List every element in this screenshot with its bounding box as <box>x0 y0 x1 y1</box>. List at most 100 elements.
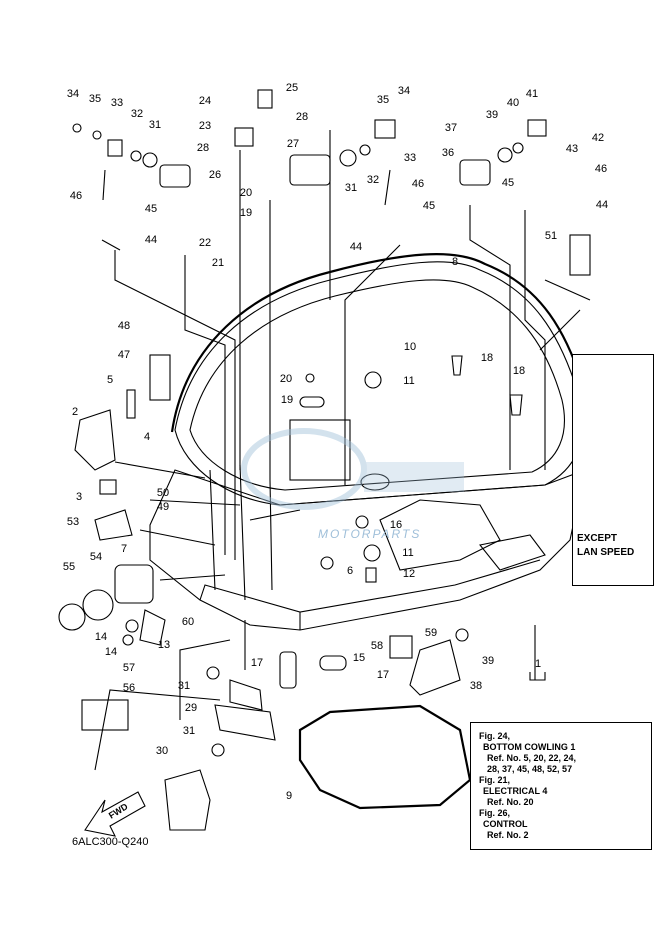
callout-45b: 45 <box>422 200 436 212</box>
callout-15: 15 <box>352 652 366 664</box>
callout-58: 58 <box>370 640 384 652</box>
note-line: Fig. 21, <box>479 775 511 785</box>
callout-20a: 20 <box>239 187 253 199</box>
callout-46b: 46 <box>411 178 425 190</box>
callout-9: 9 <box>285 790 293 802</box>
callout-13: 13 <box>157 639 171 651</box>
callout-60: 60 <box>181 616 195 628</box>
callout-21: 21 <box>211 257 225 269</box>
callout-36: 36 <box>441 147 455 159</box>
callout-31d: 31 <box>182 725 196 737</box>
callout-42: 42 <box>591 132 605 144</box>
callout-50: 50 <box>156 487 170 499</box>
cowling-rim-inner <box>189 279 565 491</box>
callout-39a: 39 <box>485 109 499 121</box>
callout-1: 1 <box>534 658 542 670</box>
callout-44c: 44 <box>595 199 609 211</box>
callout-34a: 34 <box>66 88 80 100</box>
callout-44b: 44 <box>349 241 363 253</box>
callout-53: 53 <box>66 516 80 528</box>
callout-34b: 34 <box>397 85 411 97</box>
callout-16: 16 <box>389 519 403 531</box>
callout-35a: 35 <box>88 93 102 105</box>
figure-code: 6ALC300-Q240 <box>72 836 149 848</box>
callout-39b: 39 <box>481 655 495 667</box>
callout-32a: 32 <box>130 108 144 120</box>
callout-30: 30 <box>155 745 169 757</box>
callout-23: 23 <box>198 120 212 132</box>
callout-59: 59 <box>424 627 438 639</box>
callout-45a: 45 <box>144 203 158 215</box>
callout-8: 8 <box>451 256 459 268</box>
inset-caption-line-2: LAN SPEED <box>577 547 635 558</box>
callout-11a: 11 <box>403 375 415 387</box>
watermark-text: MOTORPARTS <box>318 527 422 541</box>
callout-47: 47 <box>117 349 131 361</box>
callout-29: 29 <box>184 702 198 714</box>
callout-32b: 32 <box>366 174 380 186</box>
callout-25: 25 <box>285 82 299 94</box>
callout-14a: 14 <box>94 631 108 643</box>
cowling-rim <box>174 261 584 506</box>
seal-9 <box>298 704 472 810</box>
callout-7: 7 <box>120 543 128 555</box>
callout-20b: 20 <box>279 373 293 385</box>
callout-2: 2 <box>71 406 79 418</box>
callout-11b: 11 <box>402 547 414 559</box>
callout-26: 26 <box>208 169 222 181</box>
callout-54: 54 <box>89 551 103 563</box>
except-inset: EXCEPT LAN SPEED <box>572 354 654 586</box>
note-line: Fig. 26, <box>479 808 511 818</box>
watermark-logo <box>241 428 464 510</box>
callout-37: 37 <box>444 122 458 134</box>
callout-22: 22 <box>198 237 212 249</box>
callout-44a: 44 <box>144 234 158 246</box>
fwd-arrow <box>84 791 146 837</box>
callout-10: 10 <box>403 341 417 353</box>
callout-38: 38 <box>469 680 483 692</box>
callout-19a: 19 <box>239 207 253 219</box>
callout-31a: 31 <box>148 119 162 131</box>
seal-8 <box>170 253 590 433</box>
reference-note: Fig. 24, BOTTOM COWLING 1 Ref. No. 5, 20… <box>470 722 652 850</box>
inset-caption-line-1: EXCEPT <box>577 533 618 544</box>
callout-33a: 33 <box>110 97 124 109</box>
note-line: ELECTRICAL 4 <box>483 786 548 796</box>
callout-18a: 18 <box>480 352 494 364</box>
note-line: 28, 37, 45, 48, 52, 57 <box>487 764 573 774</box>
callout-31b: 31 <box>344 182 358 194</box>
callout-56: 56 <box>122 682 136 694</box>
callout-12: 12 <box>402 568 416 580</box>
callout-55: 55 <box>62 561 76 573</box>
callout-6: 6 <box>346 565 354 577</box>
callout-24: 24 <box>198 95 212 107</box>
cowling-body <box>149 469 586 631</box>
callout-18b: 18 <box>512 365 526 377</box>
note-line: Fig. 24, <box>479 731 511 741</box>
callout-40: 40 <box>506 97 520 109</box>
callout-46c: 46 <box>594 163 608 175</box>
note-line: Ref. No. 2 <box>487 830 529 840</box>
callout-33b: 33 <box>403 152 417 164</box>
callout-48: 48 <box>117 320 131 332</box>
callout-41: 41 <box>525 88 539 100</box>
callout-19b: 19 <box>280 394 294 406</box>
callout-28b: 28 <box>295 111 309 123</box>
callout-4: 4 <box>143 431 151 443</box>
callout-31c: 31 <box>177 680 191 692</box>
callout-5: 5 <box>106 374 114 386</box>
callout-46a: 46 <box>69 190 83 202</box>
callout-17a: 17 <box>250 657 264 669</box>
callout-14b: 14 <box>104 646 118 658</box>
callout-35b: 35 <box>376 94 390 106</box>
note-line: BOTTOM COWLING 1 <box>483 742 576 752</box>
note-line: Ref. No. 20 <box>487 797 534 807</box>
callout-57: 57 <box>122 662 136 674</box>
callout-51a: 51 <box>544 230 558 242</box>
callout-28a: 28 <box>196 142 210 154</box>
callout-49: 49 <box>156 501 170 513</box>
note-line: Ref. No. 5, 20, 22, 24, <box>487 753 577 763</box>
callout-27: 27 <box>286 138 300 150</box>
